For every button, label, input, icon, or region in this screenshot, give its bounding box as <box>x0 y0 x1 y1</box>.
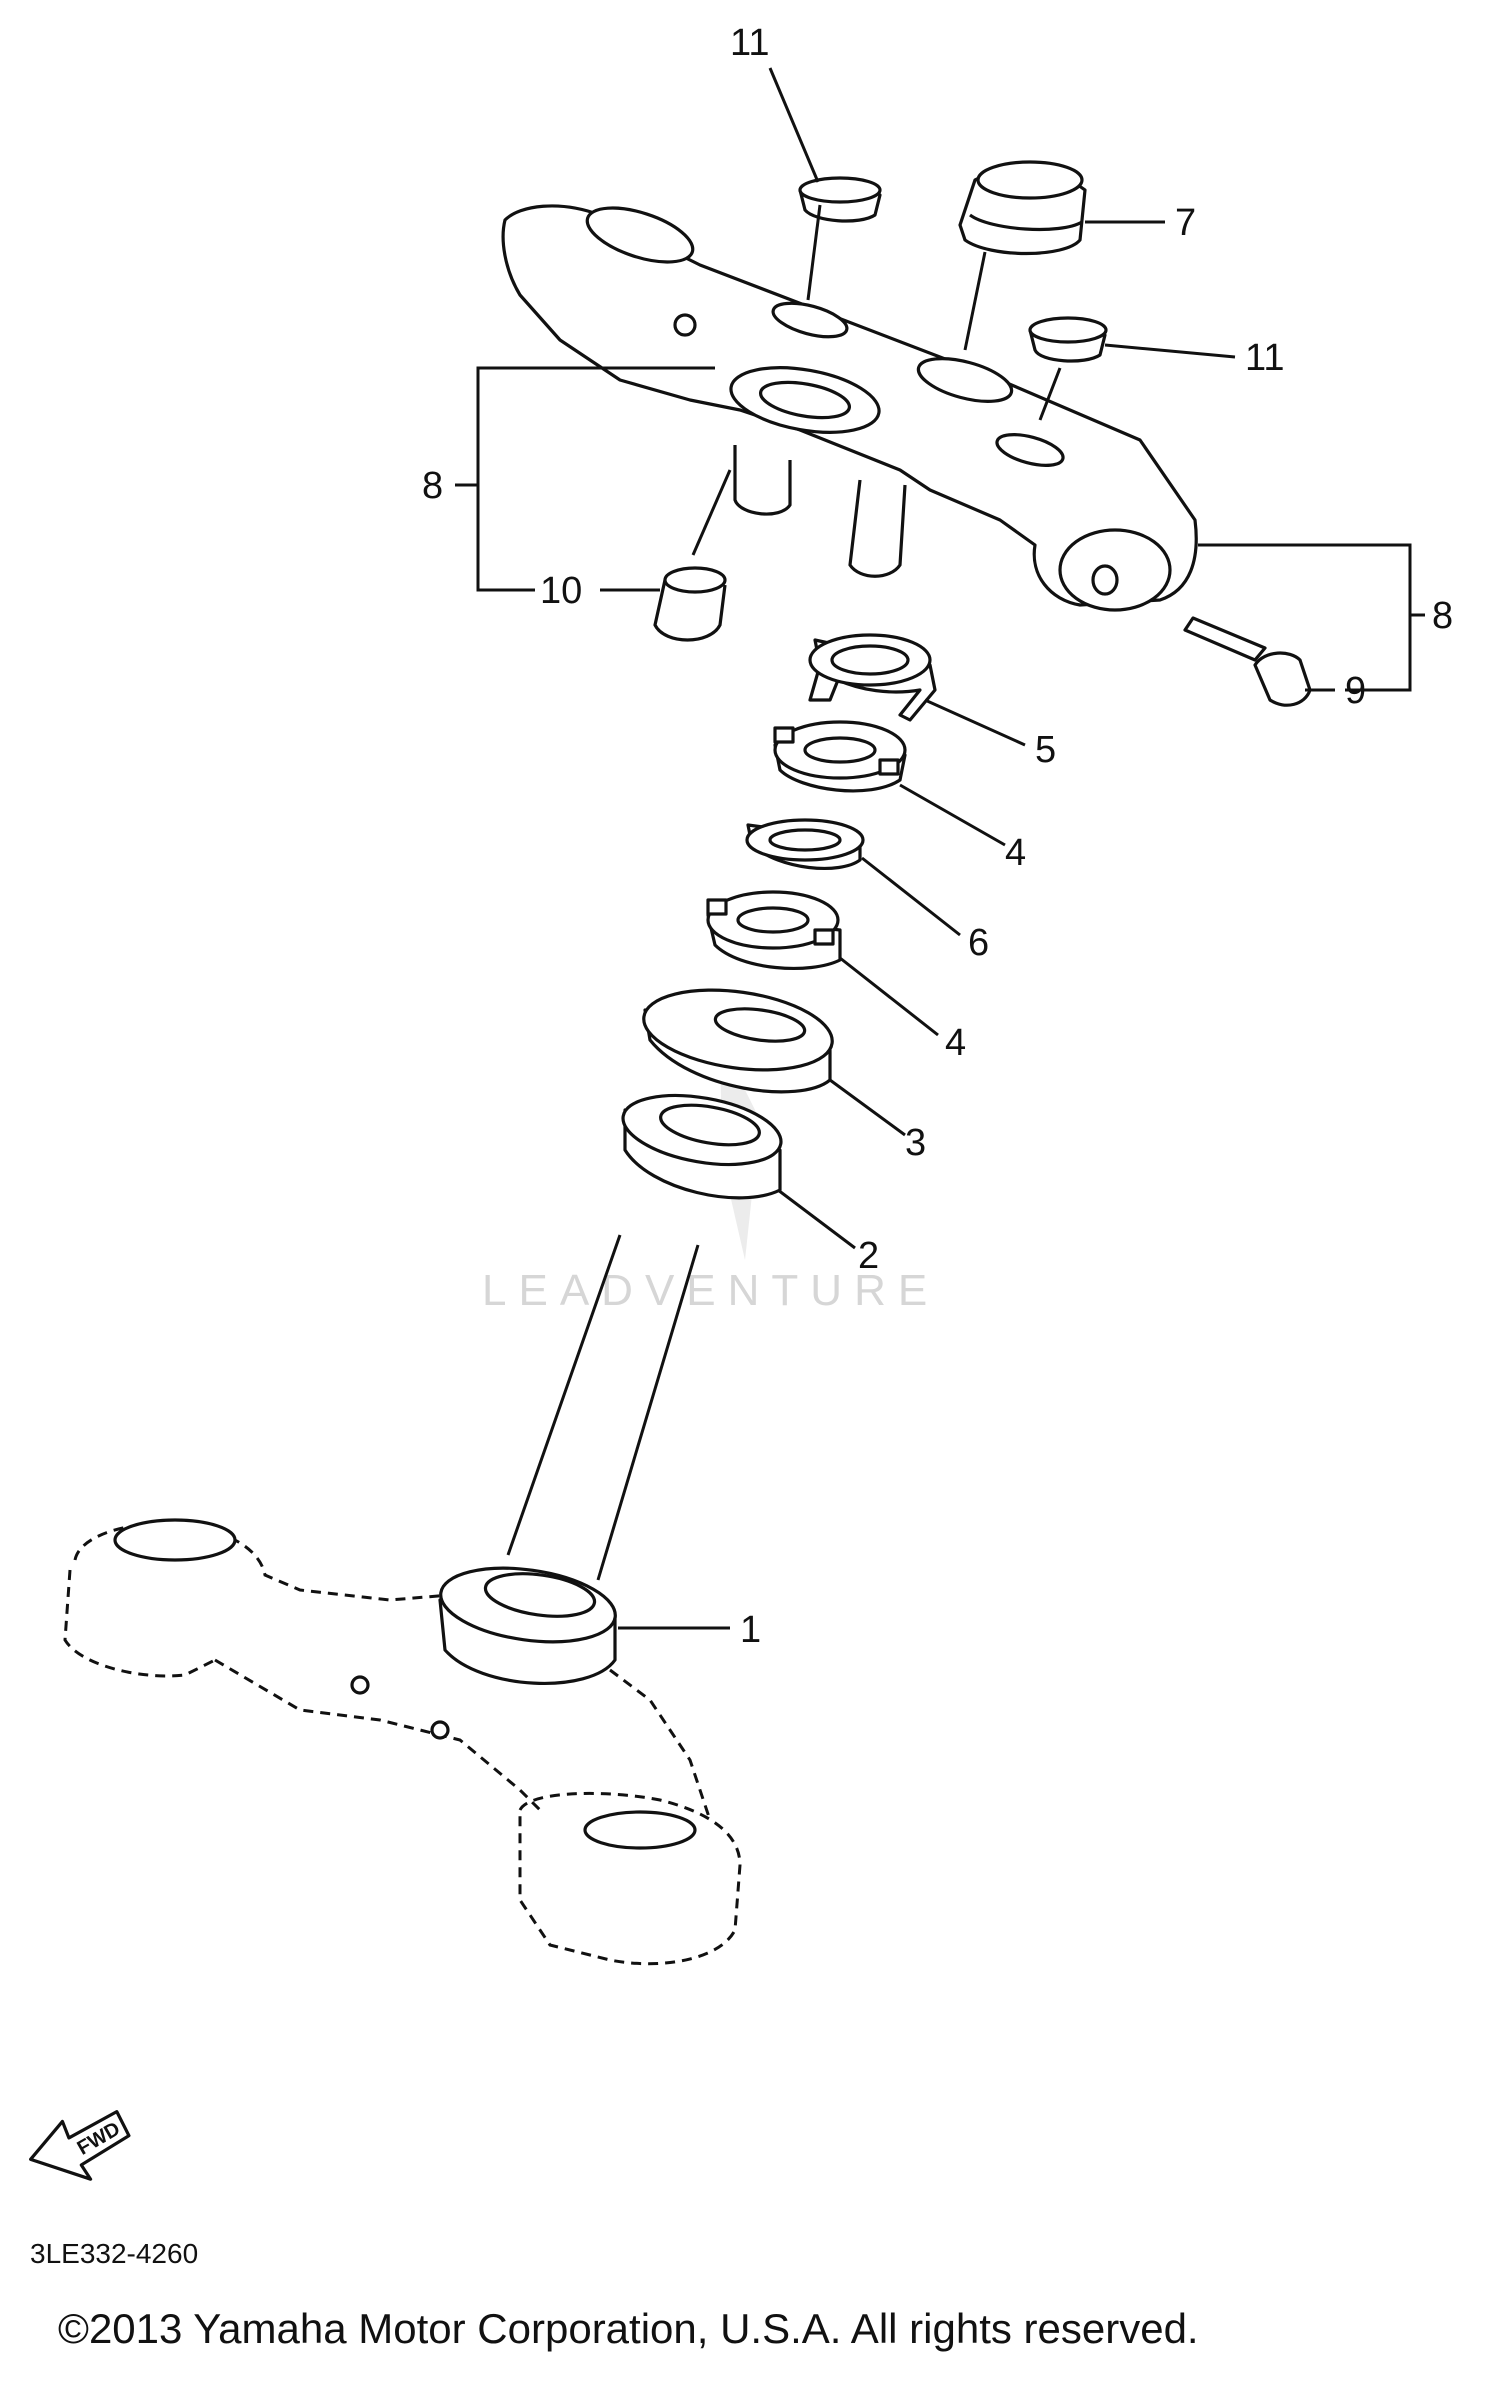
lower-bracket <box>63 1518 742 1966</box>
lock-washer <box>808 633 937 722</box>
callout-6: 6 <box>968 922 989 964</box>
steering-nut <box>958 160 1087 256</box>
callout-3: 3 <box>905 1122 926 1164</box>
callout-4-upper: 4 <box>1005 832 1026 874</box>
diagram-code: 3LE332-4260 <box>30 2238 199 2269</box>
callout-5: 5 <box>1035 729 1056 771</box>
callout-7: 7 <box>1175 202 1196 244</box>
steering-stem <box>506 1234 700 1581</box>
fwd-arrow-icon: FWD <box>29 2110 131 2181</box>
callout-2: 2 <box>858 1235 879 1277</box>
bearing-upper <box>621 1093 783 1200</box>
callout-8-left: 8 <box>422 465 443 507</box>
bearing-cover <box>642 988 834 1094</box>
bolt <box>1183 616 1312 707</box>
watermark: LEADVENTURE <box>482 1040 939 1315</box>
plug-top <box>798 176 882 223</box>
plug-right <box>1028 316 1108 363</box>
copyright-notice: ©2013 Yamaha Motor Corporation, U.S.A. A… <box>58 2305 1199 2352</box>
ring-nut-upper <box>773 720 907 793</box>
upper-bracket <box>501 204 1198 612</box>
callout-11-top: 11 <box>730 22 769 64</box>
callout-11-right: 11 <box>1245 337 1284 379</box>
washer <box>745 818 865 870</box>
callout-4-lower: 4 <box>945 1022 966 1064</box>
leader-lines <box>455 67 1425 1630</box>
callout-8-right: 8 <box>1432 595 1453 637</box>
callout-10: 10 <box>540 570 582 612</box>
bearing-lower <box>438 1566 617 1685</box>
ring-nut-lower <box>706 890 842 970</box>
watermark-text: LEADVENTURE <box>482 1266 939 1315</box>
callout-9: 9 <box>1345 670 1366 712</box>
callout-1: 1 <box>740 1609 761 1651</box>
cap <box>653 566 727 642</box>
